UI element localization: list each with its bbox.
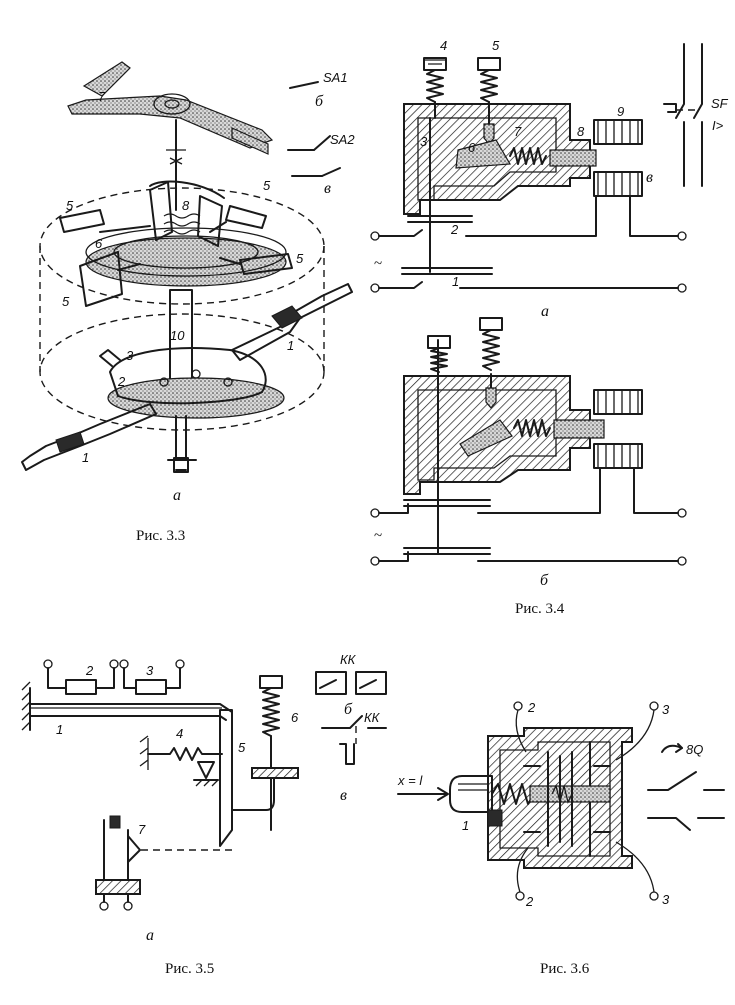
fig33-label-8: 8 xyxy=(182,198,190,213)
figure-3-3: 7 SA1 б SA2 в 5 5 5 5 6 8 10 3 2 1 1 а Р… xyxy=(21,61,355,544)
figure-3-4: 4 5 3 6 7 8 9 2 1 ~ а xyxy=(370,38,729,617)
fig35-label-7: 7 xyxy=(138,822,146,837)
fig34-label-8: 8 xyxy=(577,124,585,139)
fig33-label-sa1: SA1 xyxy=(323,70,348,85)
fig33-label-7: 7 xyxy=(98,89,106,104)
fig34-label-9: 9 xyxy=(617,104,624,119)
fig34-label-3: 3 xyxy=(420,134,428,149)
fig34a-mechanism xyxy=(370,57,687,293)
rotary-handle xyxy=(67,61,274,155)
fig34-label-1: 1 xyxy=(452,274,459,289)
fig35-relay-v: КК xyxy=(364,710,381,725)
cam-spring-assembly xyxy=(85,180,287,287)
fig34-ac-symbol-a: ~ xyxy=(374,256,382,272)
fig35-label-4: 4 xyxy=(176,726,183,741)
fig36-label-2a: 2 xyxy=(527,700,536,715)
fig34-label-6: 6 xyxy=(468,140,476,155)
fig35-label-2: 2 xyxy=(85,663,94,678)
fig34-label-7: 7 xyxy=(514,124,522,139)
contact-arms xyxy=(21,283,353,471)
fig34-sublabel-b: б xyxy=(540,572,549,589)
fig33-label-5c: 5 xyxy=(296,251,304,266)
fig35-relay-b: КК xyxy=(340,652,357,667)
breaker-symbol xyxy=(663,43,703,187)
fig35-sublabel-a: а xyxy=(146,927,154,944)
fig36-label-2b: 2 xyxy=(525,894,534,909)
fig35-label-5: 5 xyxy=(238,740,246,755)
fig33-caption: Рис. 3.3 xyxy=(136,528,185,544)
contact-blocks xyxy=(59,205,293,307)
fig33-label-1a: 1 xyxy=(287,338,294,353)
fig33-label-5d: 5 xyxy=(62,294,70,309)
contact-symbols-sa xyxy=(287,81,341,177)
fig33-label-3: 3 xyxy=(126,348,134,363)
fig33-label-5a: 5 xyxy=(66,198,74,213)
figure-3-5: 2 3 1 4 5 6 7 КК б КК в а Рис. 3.5 xyxy=(21,652,387,977)
fig36-label-3a: 3 xyxy=(662,702,670,717)
fig36-label-3b: 3 xyxy=(662,892,670,907)
fig36-input-label: x = l xyxy=(397,773,423,788)
fig33-label-6: 6 xyxy=(95,236,103,251)
breaker-trip-label: I> xyxy=(712,118,724,133)
fig34-label-2: 2 xyxy=(450,222,459,237)
fig36-label-1: 1 xyxy=(462,818,469,833)
fig33-label-10: 10 xyxy=(170,328,185,343)
fig35-sublabel-v: в xyxy=(340,787,347,804)
fig34-label-5: 5 xyxy=(492,38,500,53)
fig36-caption: Рис. 3.6 xyxy=(540,961,590,977)
fig33-sublabel-a: а xyxy=(173,487,181,504)
fig33-label-5b: 5 xyxy=(263,178,271,193)
fig33-label-2: 2 xyxy=(117,374,126,389)
fig34-label-4: 4 xyxy=(440,38,447,53)
fig36-switch-label: 8Q xyxy=(686,742,703,757)
fig34-ac-symbol-b: ~ xyxy=(374,528,382,544)
fig35-caption: Рис. 3.5 xyxy=(165,961,214,977)
fig34-sublabel-v: в xyxy=(646,169,653,186)
fig33-sublabel-b: б xyxy=(315,93,324,110)
fig33-label-sa2: SA2 xyxy=(330,132,355,147)
fig35-sublabel-b: б xyxy=(344,701,353,718)
fig34-sublabel-a: а xyxy=(541,303,549,320)
fig35-label-6: 6 xyxy=(291,710,299,725)
fig34b-mechanism xyxy=(370,317,687,566)
fig35-label-1: 1 xyxy=(56,722,63,737)
fig33-sublabel-v: в xyxy=(324,180,331,197)
fig33-label-1b: 1 xyxy=(82,450,89,465)
breaker-name: SF xyxy=(711,96,729,111)
fig35-label-3: 3 xyxy=(146,663,154,678)
fig34-caption: Рис. 3.4 xyxy=(515,601,565,617)
figure-3-6: 2 2 3 3 1 x = l 8Q Рис. 3.6 xyxy=(397,700,725,977)
